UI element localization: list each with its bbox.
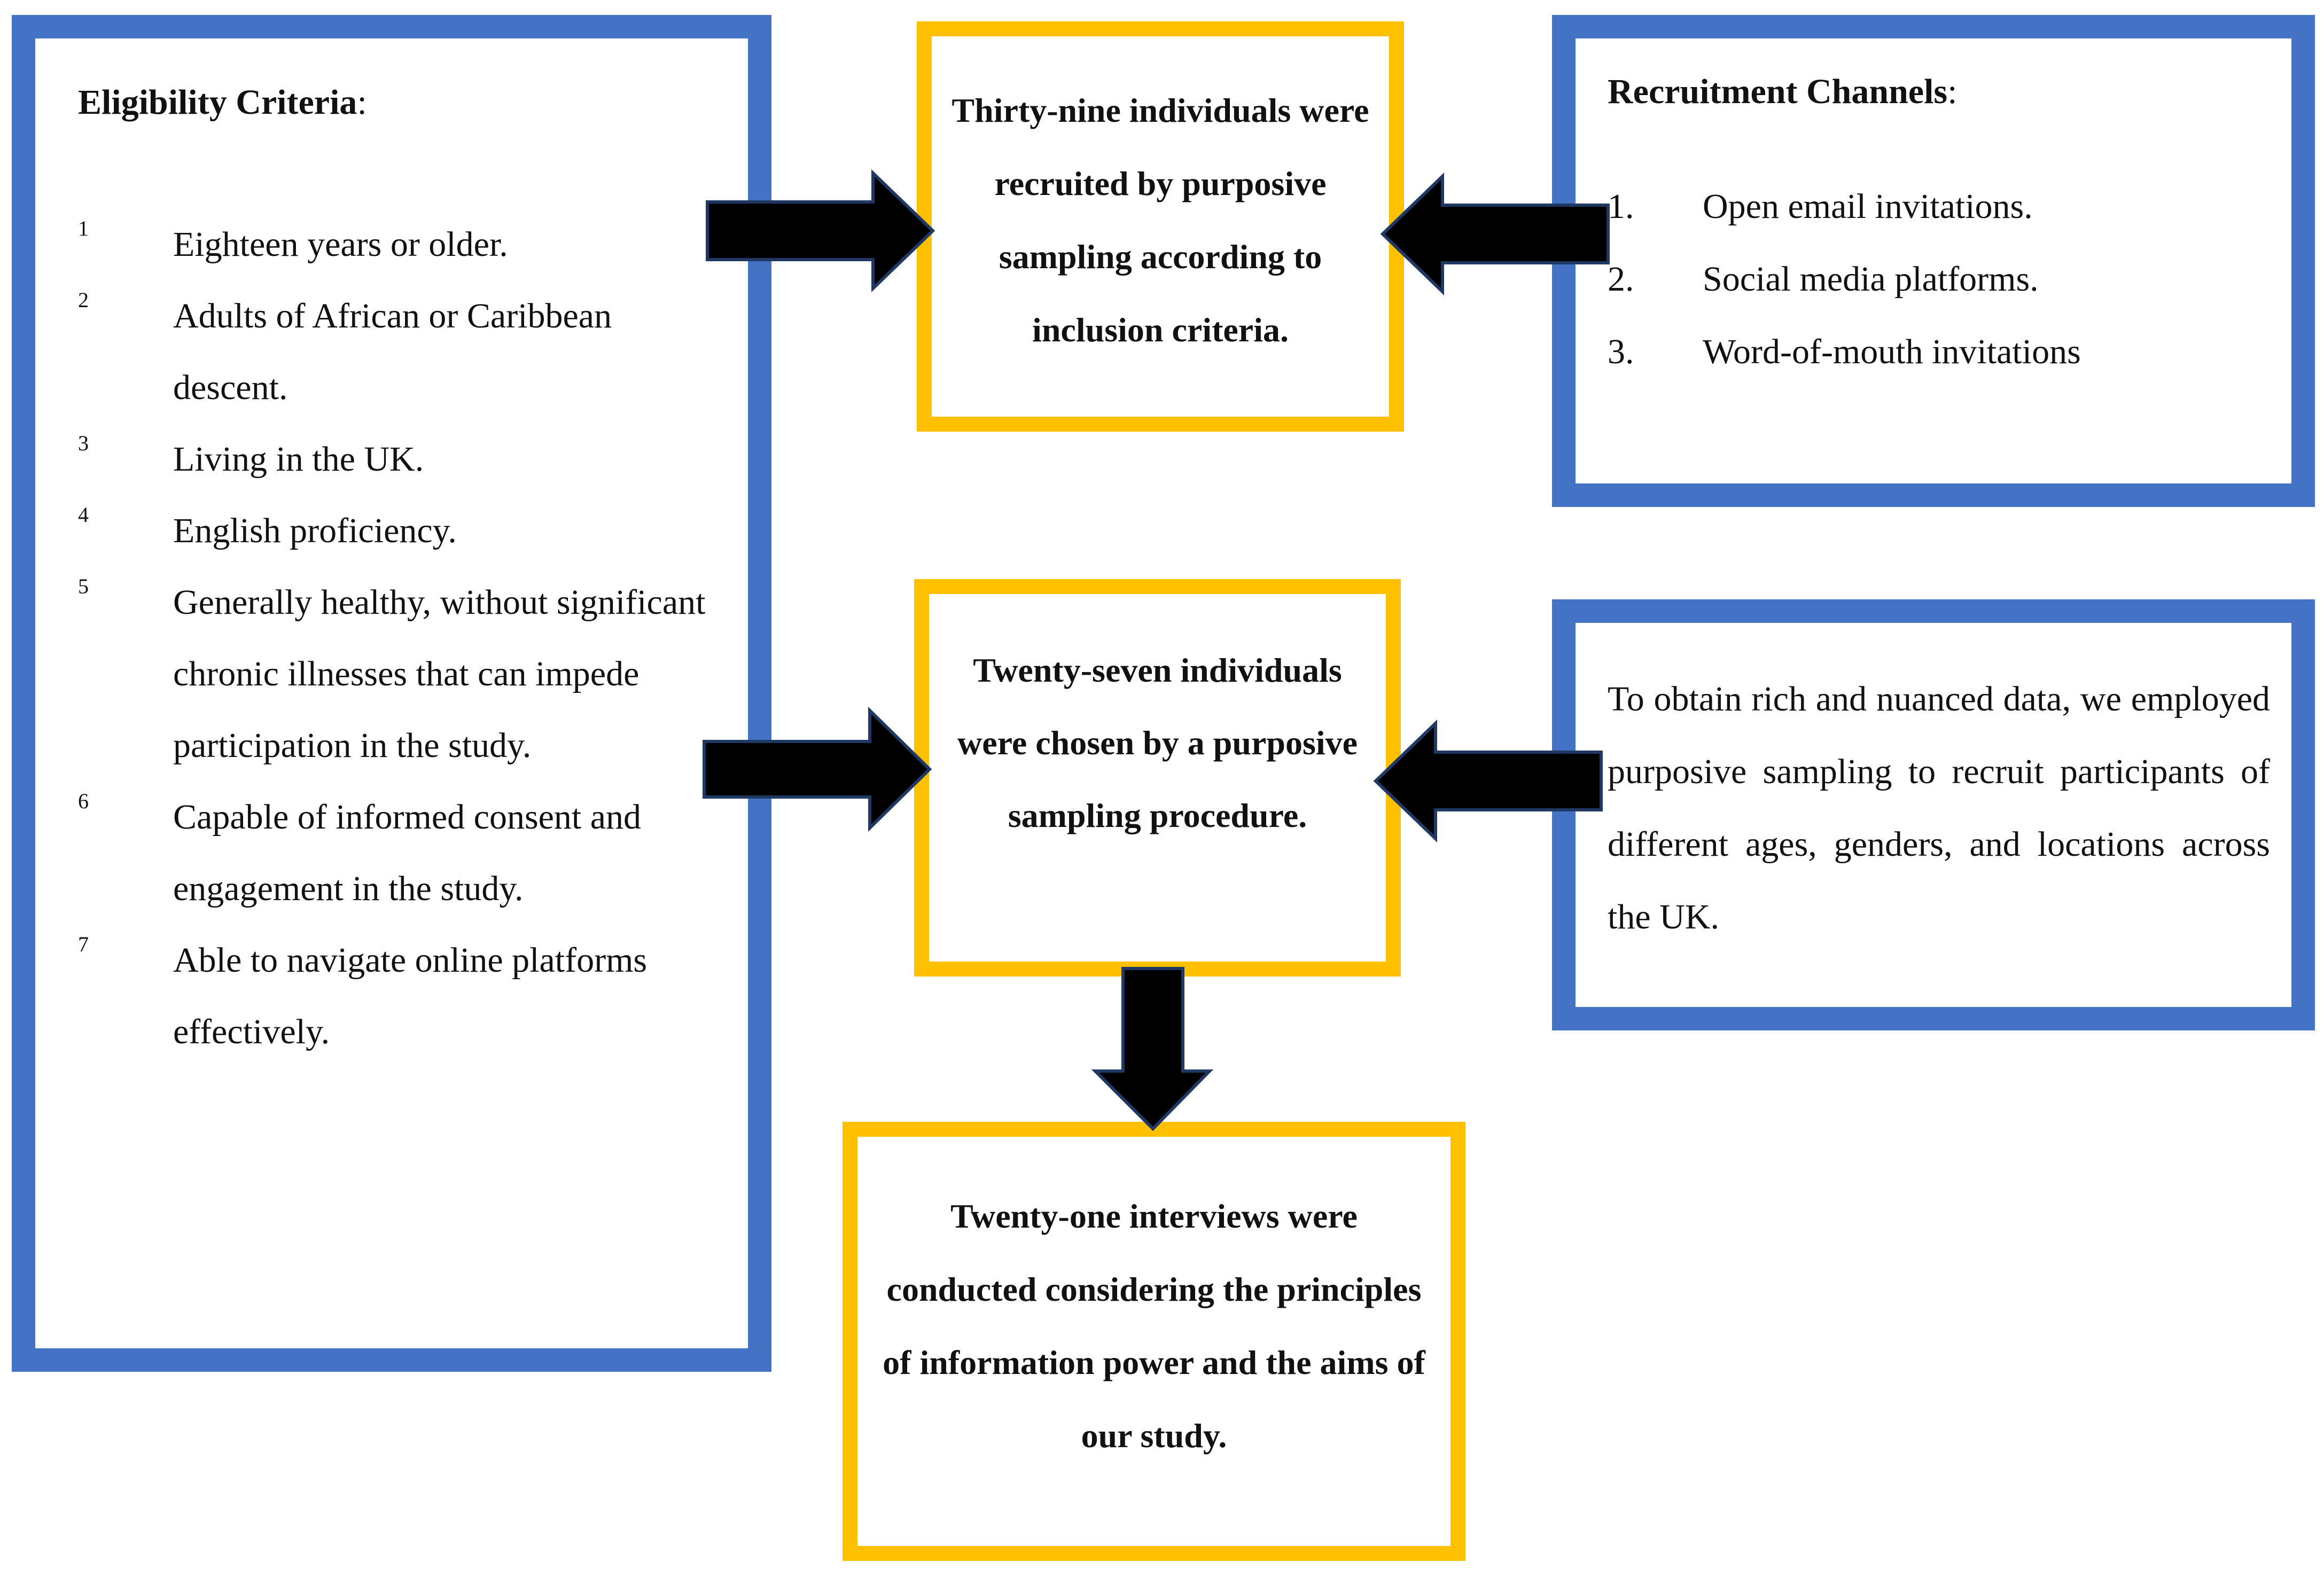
eligibility-item: 4 English proficiency.	[78, 495, 716, 567]
channel-item-number: 2.	[1608, 260, 1634, 299]
eligibility-item: 1 Eighteen years or older.	[78, 209, 716, 280]
eligibility-item: 5 Generally healthy, without significant …	[78, 567, 716, 782]
eligibility-item-text: Adults of African or Caribbean descent.	[173, 296, 612, 408]
eligibility-item-number: 5	[78, 574, 89, 599]
eligibility-item-number: 2	[78, 288, 89, 313]
eligibility-item: 7 Able to navigate online platforms effec…	[78, 925, 716, 1068]
eligibility-item-number: 3	[78, 431, 89, 456]
eligibility-item-number: 4	[78, 503, 89, 527]
channel-item: 1. Open email invitations.	[1608, 170, 2270, 243]
channels-list: 1. Open email invitations. 2. Social media…	[1608, 170, 2270, 388]
eligibility-item: 3 Living in the UK.	[78, 424, 716, 495]
eligibility-item-text: Eighteen years or older.	[173, 225, 508, 264]
eligibility-colon: :	[357, 83, 367, 122]
interviews-step-text: Twenty-one interviews were conducted con…	[883, 1197, 1425, 1455]
channels-title: Recruitment Channels	[1608, 72, 1948, 111]
eligibility-item-number: 6	[78, 789, 89, 814]
sampling-rationale-box: To obtain rich and nuanced data, we empl…	[1552, 599, 2315, 1030]
eligibility-title: Eligibility Criteria	[78, 83, 357, 122]
chosen-step-box: Twenty-seven individuals were chosen by …	[914, 579, 1401, 977]
eligibility-item: 2 Adults of African or Caribbean descent.	[78, 280, 716, 424]
down-arrow-icon	[1091, 967, 1214, 1131]
channel-item-number: 1.	[1608, 187, 1634, 226]
eligibility-item-number: 1	[78, 216, 89, 241]
channel-item: 2. Social media platforms.	[1608, 243, 2270, 316]
right-arrow-icon	[703, 706, 932, 832]
channel-item-number: 3.	[1608, 332, 1634, 372]
channel-item-text: Word-of-mouth invitations	[1703, 332, 2081, 372]
eligibility-item-text: English proficiency.	[173, 511, 457, 551]
channels-colon: :	[1947, 72, 1958, 111]
eligibility-item-text: Generally healthy, without significant c…	[173, 583, 706, 766]
right-arrow-icon	[706, 169, 935, 293]
eligibility-item-number: 7	[78, 932, 89, 957]
channels-heading: Recruitment Channels:	[1608, 71, 2270, 113]
recruited-step-text: Thirty-nine individuals were recruited b…	[952, 91, 1369, 349]
left-arrow-icon	[1373, 719, 1603, 843]
interviews-step-box: Twenty-one interviews were conducted con…	[843, 1122, 1465, 1561]
chosen-step-text: Twenty-seven individuals were chosen by …	[957, 651, 1358, 834]
channel-item: 3. Word-of-mouth invitations	[1608, 316, 2270, 388]
eligibility-item: 6 Capable of informed consent and engagem…	[78, 782, 716, 925]
recruitment-channels-box: Recruitment Channels: 1. Open email invit…	[1552, 15, 2315, 507]
eligibility-item-text: Capable of informed consent and engageme…	[173, 798, 642, 909]
recruited-step-box: Thirty-nine individuals were recruited b…	[917, 21, 1404, 432]
left-arrow-icon	[1380, 172, 1610, 296]
eligibility-item-text: Able to navigate online platforms effect…	[173, 941, 648, 1052]
eligibility-item-text: Living in the UK.	[173, 440, 424, 479]
eligibility-criteria-box: Eligibility Criteria: 1 Eighteen years or…	[12, 15, 771, 1372]
channel-item-text: Social media platforms.	[1703, 260, 2039, 299]
eligibility-heading: Eligibility Criteria:	[78, 81, 716, 123]
eligibility-list: 1 Eighteen years or older. 2 Adults of Afr…	[78, 209, 716, 1068]
channel-item-text: Open email invitations.	[1703, 187, 2033, 226]
sampling-rationale-text: To obtain rich and nuanced data, we empl…	[1608, 679, 2270, 936]
